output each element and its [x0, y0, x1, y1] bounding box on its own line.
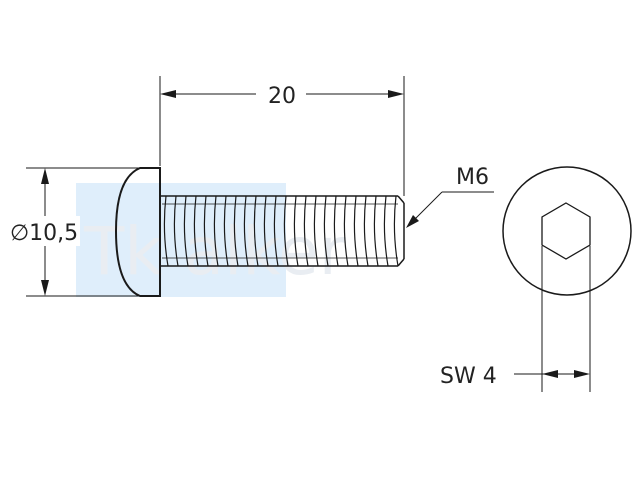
thread-line: [243, 195, 249, 267]
diameter-dimension-label: ∅10,5: [10, 221, 78, 246]
thread-line: [283, 195, 289, 267]
end-view: [502, 166, 632, 296]
thread-lines: [163, 195, 399, 267]
thread-line: [383, 195, 389, 267]
thread-line: [333, 195, 339, 267]
thread-line: [173, 195, 179, 267]
thread-line: [263, 195, 269, 267]
thread-body: [160, 195, 405, 267]
thread-line: [353, 195, 359, 267]
thread-line: [373, 195, 379, 267]
screw-head-outline: [114, 167, 161, 297]
thread-line: [193, 195, 199, 267]
thread-size-label: M6: [456, 165, 489, 190]
thread-line: [273, 195, 279, 267]
thread-line: [313, 195, 319, 267]
thread-leader: [406, 191, 494, 228]
thread-line: [293, 195, 299, 267]
hex-socket: [541, 202, 591, 260]
head-circle: [502, 166, 632, 296]
thread-line: [233, 195, 239, 267]
watermark-block: [76, 183, 286, 297]
thread-line: [253, 195, 259, 267]
wrench-size-label: SW 4: [440, 364, 497, 389]
thread-line: [303, 195, 309, 267]
thread-line: [363, 195, 369, 267]
thread-line: [203, 195, 209, 267]
thread-line: [223, 195, 229, 267]
thread-line: [343, 195, 349, 267]
thread-line: [163, 195, 169, 267]
thread-line: [213, 195, 219, 267]
wrench-size-dimension: [514, 246, 591, 392]
thread-line: [393, 195, 399, 267]
thread-line: [183, 195, 189, 267]
length-dimension-label: 20: [268, 84, 296, 109]
thread-line: [323, 195, 329, 267]
length-dimension: [159, 76, 405, 196]
